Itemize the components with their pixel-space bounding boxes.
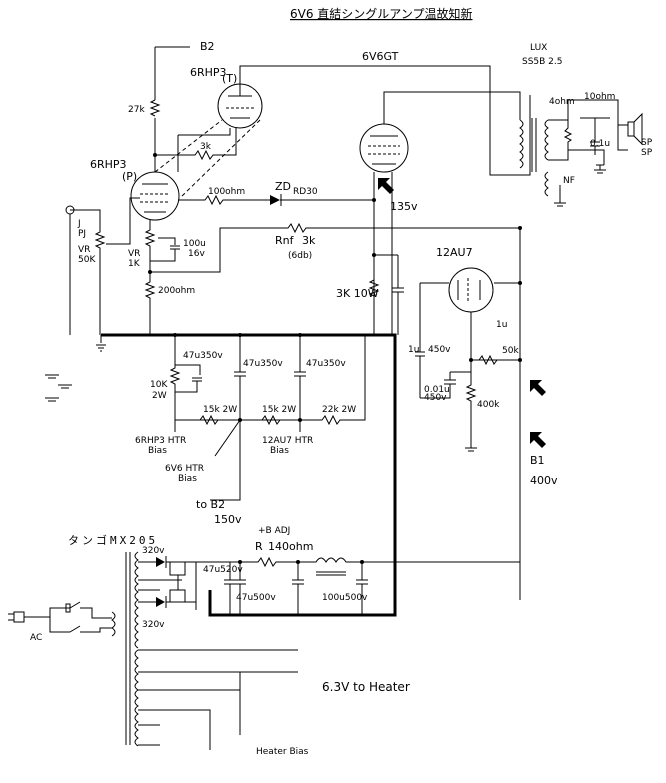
speaker-label-1: SP: [641, 138, 653, 148]
cap-1u-left: 1u: [408, 345, 419, 355]
r3k-top-label: 3k: [200, 142, 212, 152]
v320a-label: 320v: [142, 546, 165, 556]
arrow-b1-upper-icon: [530, 380, 546, 396]
junction-dots: [148, 153, 522, 564]
load-resistor-label: 10ohm: [584, 92, 615, 102]
cap-1u-right: 1u: [496, 320, 507, 330]
v135-label: 135v: [390, 200, 418, 213]
r15ka-label: 15k 2W: [203, 405, 237, 415]
tube-tag-p: (P): [122, 170, 137, 183]
rnf-db: (6db): [288, 251, 312, 261]
bias-6rhp3-label: 6RHP3 HTR: [135, 436, 186, 446]
bias-12au7-sub: Bias: [270, 446, 289, 456]
heater-bias-label: Heater Bias: [256, 747, 309, 757]
rnf-value: 3k: [302, 234, 316, 247]
tube-label-6v6gt: 6V6GT: [362, 50, 399, 63]
cap-001-label: 0.01u: [424, 385, 450, 395]
tube-label-12au7: 12AU7: [436, 246, 473, 259]
speaker-label-2: SP: [641, 148, 653, 158]
zener-value: RD30: [293, 187, 318, 197]
power-transformer-label: タンゴMX205: [68, 533, 158, 547]
bias-6v6-label: 6V6 HTR: [165, 464, 204, 474]
cap-100u500-label: 100u500v: [322, 593, 368, 603]
jack-label-j: J: [77, 219, 81, 229]
r100-label: 100ohm: [208, 187, 245, 197]
r15kb-label: 15k 2W: [262, 405, 296, 415]
cap-001-voltage: 450v: [424, 393, 447, 403]
b1-label: B1: [530, 454, 545, 467]
tube-6rhp3-pentode: [130, 171, 180, 221]
tube-tag-t: (T): [222, 72, 237, 85]
to-b2-voltage: 150v: [214, 513, 242, 526]
b1-voltage: 400v: [530, 474, 558, 487]
tube-label-6rhp3-t: 6RHP3: [190, 66, 227, 79]
bias-12au7-label: 12AU7 HTR: [262, 436, 313, 446]
transformer-imp: 4ohm: [549, 97, 575, 107]
transformer-model: SS5B 2.5: [522, 57, 563, 67]
ac-plug-icon: [8, 611, 25, 623]
bias-6rhp3-sub: Bias: [148, 446, 167, 456]
cap-47c-label: 47u350v: [306, 359, 346, 369]
v450-label: 450v: [428, 345, 451, 355]
cap-47a-label: 47u350v: [183, 351, 223, 361]
speaker-icon: [627, 112, 643, 146]
bias-6v6-sub: Bias: [178, 474, 197, 484]
power-transformer: [111, 551, 139, 747]
tube-6v6gt: [359, 123, 409, 173]
r-adj-label: R: [255, 540, 263, 553]
vr-input-label: VR: [78, 245, 90, 255]
r200-label: 200ohm: [158, 286, 195, 296]
cap-100u-voltage: 16v: [188, 249, 205, 259]
vr-cathode-label: VR: [128, 249, 140, 259]
rnf-label: Rnf: [275, 234, 295, 247]
arrow-135v-icon: [378, 178, 394, 194]
schematic-title: 6V6 直結シングルアンプ温故知新: [290, 6, 472, 21]
badj-label: +B ADJ: [258, 526, 290, 536]
r140-label: 140ohm: [268, 540, 313, 553]
jack-label-pj: PJ: [78, 229, 86, 239]
arrow-b1-lower-icon: [530, 432, 546, 448]
r27k-label: 27k: [128, 105, 145, 115]
tube-label-6rhp3-p: 6RHP3: [90, 158, 127, 171]
to-b2-label: to B2: [196, 498, 225, 511]
r22k-label: 22k 2W: [322, 405, 356, 415]
b2-label: B2: [200, 40, 215, 53]
output-transformer: [519, 118, 549, 197]
ground-bus: [101, 333, 397, 617]
cap-47u500-label: 47u500v: [236, 593, 276, 603]
tube-12au7: [448, 267, 494, 313]
zener-label: ZD: [275, 180, 291, 193]
cap-47u520-label: 47u520v: [203, 565, 243, 575]
cap-47b-label: 47u350v: [243, 359, 283, 369]
vr-cathode-value: 1K: [128, 259, 141, 269]
r3k10w-label: 3K 10W: [336, 287, 379, 300]
r50k-label: 50k: [502, 346, 519, 356]
r10k-watt: 2W: [152, 391, 167, 401]
v320b-label: 320v: [142, 620, 165, 630]
vr-input-value: 50K: [78, 255, 96, 265]
transformer-brand: LUX: [530, 43, 547, 53]
tube-6rhp3-triode: [217, 83, 263, 129]
r10k-label: 10K: [150, 380, 168, 390]
r400k-label: 400k: [477, 400, 500, 410]
zobel-cap-label: 0.1u: [590, 139, 610, 149]
ac-label: AC: [30, 633, 42, 643]
heater-label: 6.3V to Heater: [322, 680, 410, 694]
cap-100u-label: 100u: [183, 239, 206, 249]
nf-winding-label: NF: [563, 176, 575, 186]
